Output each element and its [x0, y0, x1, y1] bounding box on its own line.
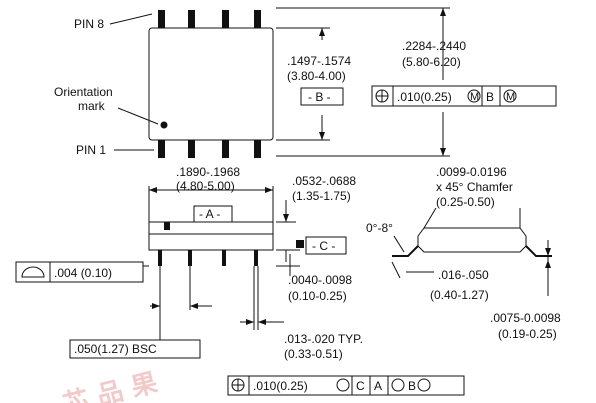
pin-bottom-1 — [158, 140, 165, 158]
lead-thickness-mm: (0.19-0.25) — [498, 327, 557, 341]
tol-datum-c: C — [356, 379, 365, 393]
chamfer-in: .0099-0.0196 — [436, 165, 507, 179]
mmc-icon — [467, 89, 481, 103]
side-view: .1890-.1968 (4.80-5.00) - A - .0532-.068… — [15, 165, 465, 396]
height-mm: (1.35-1.75) — [292, 189, 351, 203]
mmc-icon-2 — [503, 89, 517, 103]
pin-top-4 — [254, 10, 261, 28]
pin-top-2 — [188, 10, 195, 28]
tol-datum-b: B — [486, 90, 494, 104]
orientation-label: Orientation — [54, 85, 113, 99]
overall-width-in: .2284-.2440 — [402, 39, 466, 53]
orientation-dot — [160, 121, 168, 129]
standoff-in: .0040-.0098 — [288, 273, 352, 287]
watermark: 芯 品 果 — [60, 368, 161, 403]
package-body-end — [417, 227, 527, 253]
lead-width-in: .013-.020 TYP. — [284, 332, 363, 346]
top-view: PIN 8 PIN 1 Orientation mark .1497-.1574… — [54, 7, 557, 158]
tol-value-cab: .010(0.25) — [253, 379, 308, 393]
tol-value-b: .010(0.25) — [397, 90, 452, 104]
mmc-letter: M — [470, 91, 479, 103]
lead-width-mm: (0.33-0.51) — [284, 347, 343, 361]
length-mm: (4.80-5.00) — [176, 179, 235, 193]
datum-b: - B - — [308, 90, 331, 104]
mmc-icon-3 — [336, 378, 350, 392]
datum-c: - C - — [312, 239, 335, 253]
coplanarity-frame: .004 (0.10) — [15, 261, 149, 283]
pin8-label: PIN 8 — [74, 17, 104, 31]
orientation-label-mark: mark — [78, 99, 106, 113]
coplanarity-value: .004 (0.10) — [54, 266, 112, 280]
end-view: .0099-0.0196 x 45° Chamfer (0.25-0.50) 0… — [366, 165, 561, 341]
tol-datum-b2: B — [408, 379, 416, 393]
tol-datum-a: A — [374, 379, 382, 393]
mmc-letter-2: M — [506, 91, 515, 103]
chamfer-note: x 45° Chamfer — [436, 180, 513, 194]
tolerance-frame-cab: .010(0.25) C A B — [227, 375, 465, 396]
foot-length-in: .016-.050 — [438, 268, 489, 282]
profile-surface-icon — [21, 266, 45, 278]
angle-label: 0°-8° — [366, 221, 393, 235]
lead-thickness-in: .0075-0.0098 — [490, 311, 561, 325]
tolerance-frame-b: .010(0.25) M B M — [371, 85, 557, 107]
body-width-in: .1497-.1574 — [287, 54, 351, 68]
foot-length-mm: (0.40-1.27) — [430, 288, 489, 302]
package-body-top — [148, 27, 274, 141]
pin-top-3 — [222, 10, 229, 28]
pin-bottom-4 — [254, 140, 261, 158]
chamfer-mm: (0.25-0.50) — [436, 195, 495, 209]
pin-bottom-2 — [188, 140, 195, 158]
mmc-icon-5 — [417, 378, 431, 392]
pin-bottom-3 — [222, 140, 229, 158]
datum-a: - A - — [199, 207, 220, 221]
body-width-mm: (3.80-4.00) — [287, 69, 346, 83]
length-in: .1890-.1968 — [176, 165, 240, 179]
height-in: .0532-.0688 — [292, 174, 356, 188]
standoff-mm: (0.10-0.25) — [288, 289, 347, 303]
pin-top-1 — [158, 10, 165, 28]
mmc-icon-4 — [391, 378, 405, 392]
pin1-label: PIN 1 — [76, 143, 106, 157]
overall-width-mm: (5.80-6.20) — [402, 55, 461, 69]
pitch-value: .050(1.27) BSC — [74, 342, 157, 356]
